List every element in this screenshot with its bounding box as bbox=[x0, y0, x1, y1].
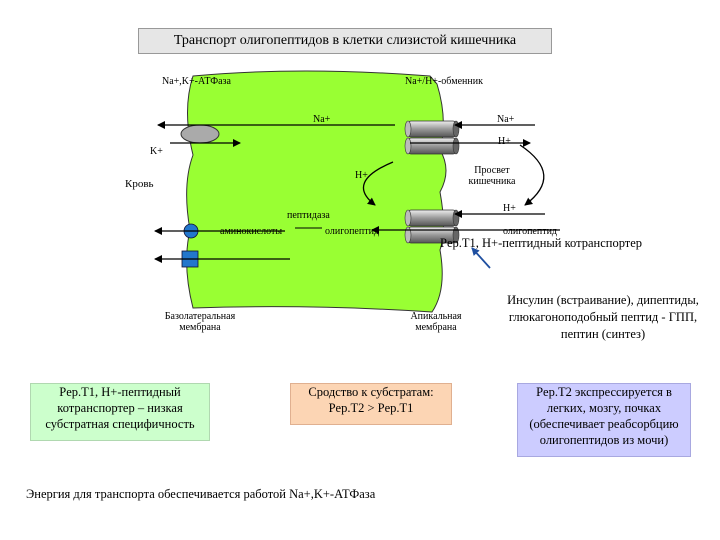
basolateral-membrane-label: Базолатеральная мембрана bbox=[164, 311, 236, 333]
oligopeptide-inside-label: олигопептид bbox=[325, 226, 380, 237]
h-inside-label: H+ bbox=[355, 170, 368, 181]
pept2-expression-box: Pep.T2 экспрессируется в легких, мозгу, … bbox=[517, 383, 691, 457]
pept1-channel bbox=[404, 209, 460, 244]
blood-label: Кровь bbox=[125, 178, 154, 190]
na-h-exchanger-channel bbox=[404, 120, 460, 155]
diagram-title: Транспорт олигопептидов в клетки слизист… bbox=[138, 28, 552, 54]
peptidase-label: пептидаза bbox=[287, 210, 330, 221]
na-k-atpase-label: Na+,K+-АТФаза bbox=[162, 76, 231, 87]
h-recycle-arrow-outer bbox=[519, 144, 545, 206]
apical-membrane-label: Апикальная мембрана bbox=[410, 311, 462, 333]
h-recycle-arrow-inner bbox=[363, 161, 394, 206]
h-influx-label: H+ bbox=[503, 203, 516, 214]
amino-acids-label: аминокислоты bbox=[220, 226, 283, 237]
na-k-atpase-pump bbox=[180, 124, 220, 144]
h-outside-label: H+ bbox=[498, 136, 511, 147]
na-h-exchanger-label: Na+/H+-обменник bbox=[405, 76, 483, 87]
k-label: K+ bbox=[150, 146, 163, 157]
regulation-note: Инсулин (встраивание), дипептиды, глюкаг… bbox=[507, 293, 699, 341]
pept1-pointer-arrow bbox=[471, 247, 491, 269]
oligopeptide-outside-label: олигопептид bbox=[503, 226, 558, 237]
pept1-cotransporter-label: Pep.T1, H+-пептидный котранспортер bbox=[440, 236, 643, 250]
substrate-affinity-box: Сродство к субстратам: Pep.T2 > Pep.T1 bbox=[290, 383, 452, 425]
pept1-specificity-box: Pep.T1, H+-пептидный котранспортер – низ… bbox=[30, 383, 210, 441]
lumen-label: Просвет кишечника bbox=[468, 165, 516, 187]
na-inside-label: Na+ bbox=[313, 114, 331, 125]
na-outside-label: Na+ bbox=[497, 114, 515, 125]
energy-note: Энергия для транспорта обеспечивается ра… bbox=[26, 487, 376, 501]
cell-body bbox=[186, 70, 447, 313]
